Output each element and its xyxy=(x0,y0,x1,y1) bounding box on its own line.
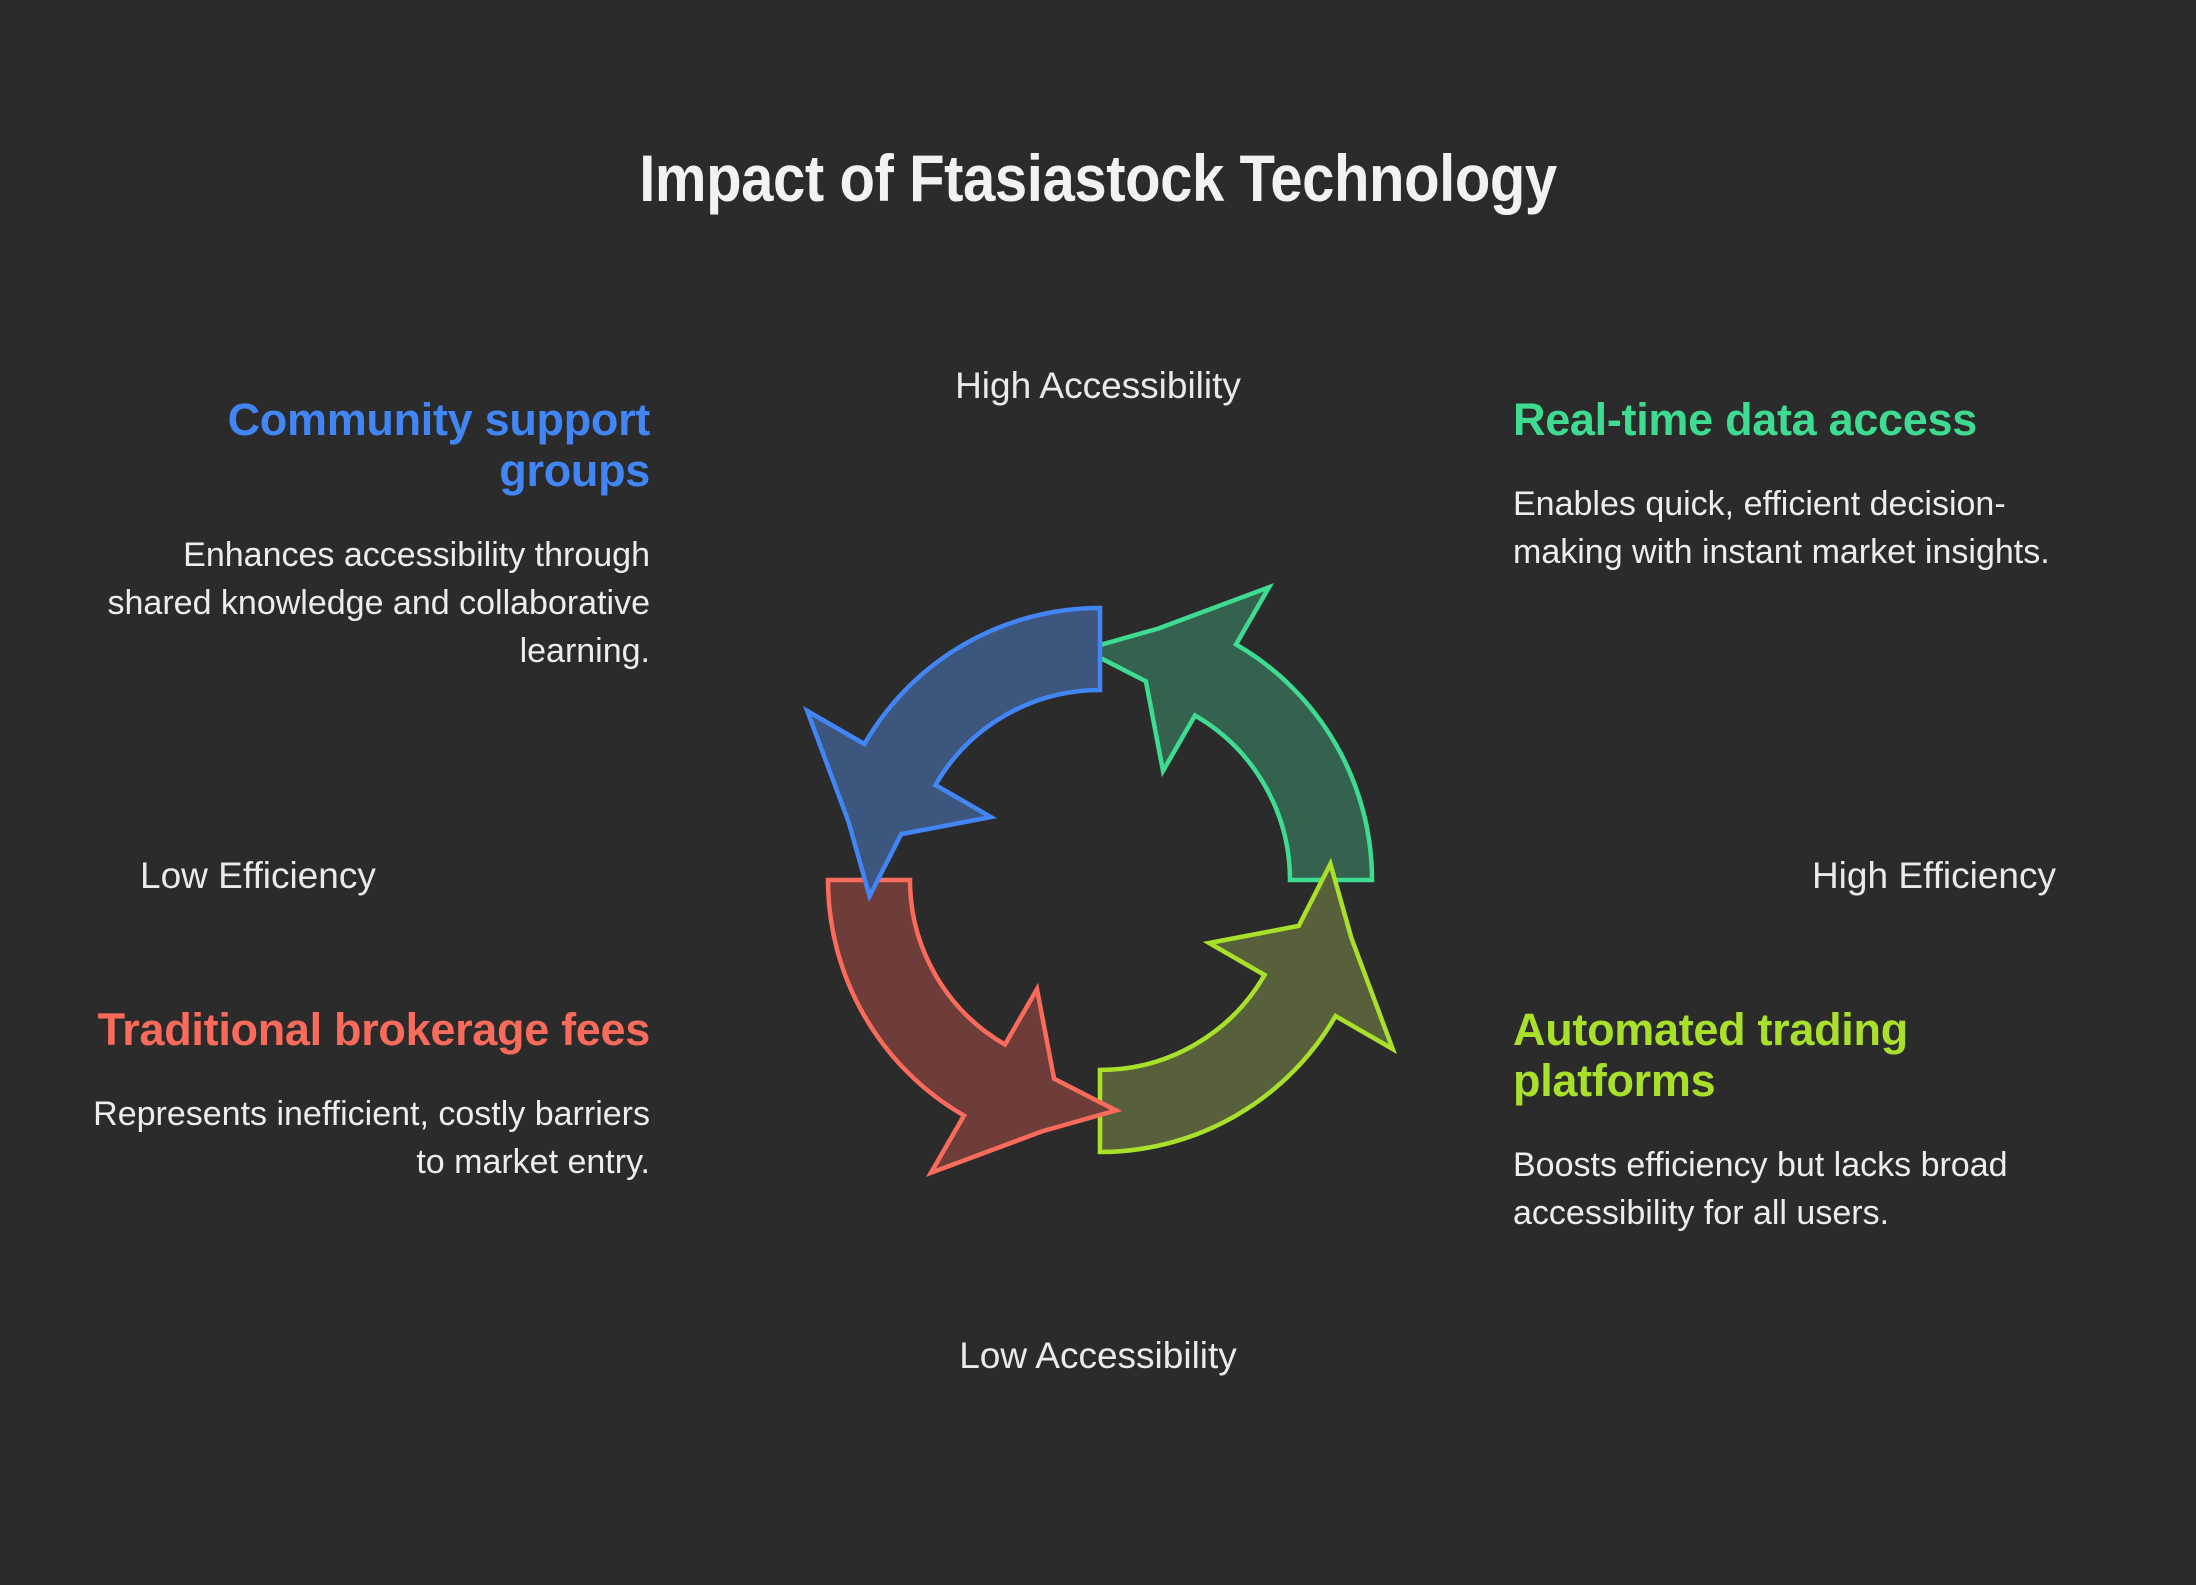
quadrant-body-bottom-left: Represents inefficient, costly barriers … xyxy=(93,1094,650,1182)
quadrant-text-bottom-left: Traditional brokerage fees Represents in… xyxy=(90,1004,651,1186)
cycle-ring-diagram xyxy=(690,470,1510,1290)
axis-label-high-accessibility: High Accessibility xyxy=(955,365,1241,406)
quadrant-text-top-right: Real-time data access Enables quick, eff… xyxy=(1513,394,2073,576)
quadrant-body-top-right: Enables quick, efficient decision-making… xyxy=(1513,484,2050,572)
quadrant-text-bottom-right: Automated trading platforms Boosts effic… xyxy=(1513,1004,2073,1237)
quadrant-heading-bottom-left: Traditional brokerage fees xyxy=(97,1004,651,1055)
quadrant-heading-top-right: Real-time data access xyxy=(1513,394,1977,445)
cycle-arrow-bottom-right xyxy=(1097,857,1398,1155)
axis-label-low-efficiency: Low Efficiency xyxy=(140,855,376,896)
quadrant-heading-bottom-right: Automated trading platforms xyxy=(1513,1004,1908,1106)
quadrant-body-bottom-right: Boosts efficiency but lacks broad access… xyxy=(1513,1145,2008,1232)
axis-label-low-accessibility: Low Accessibility xyxy=(959,1335,1237,1376)
cycle-arrow-top-left xyxy=(802,605,1103,903)
page-title: Impact of Ftasiastock Technology xyxy=(639,141,1557,215)
quadrant-heading-top-left: Community support groups xyxy=(227,394,651,496)
quadrant-text-top-left: Community support groups Enhances access… xyxy=(90,394,651,675)
axis-label-high-efficiency: High Efficiency xyxy=(1811,855,2056,896)
quadrant-body-top-left: Enhances accessibility through shared kn… xyxy=(107,535,650,671)
cycle-ring-svg xyxy=(802,582,1398,1178)
cycle-arrow-top-right xyxy=(1077,582,1375,883)
cycle-arrow-bottom-left xyxy=(825,877,1123,1178)
